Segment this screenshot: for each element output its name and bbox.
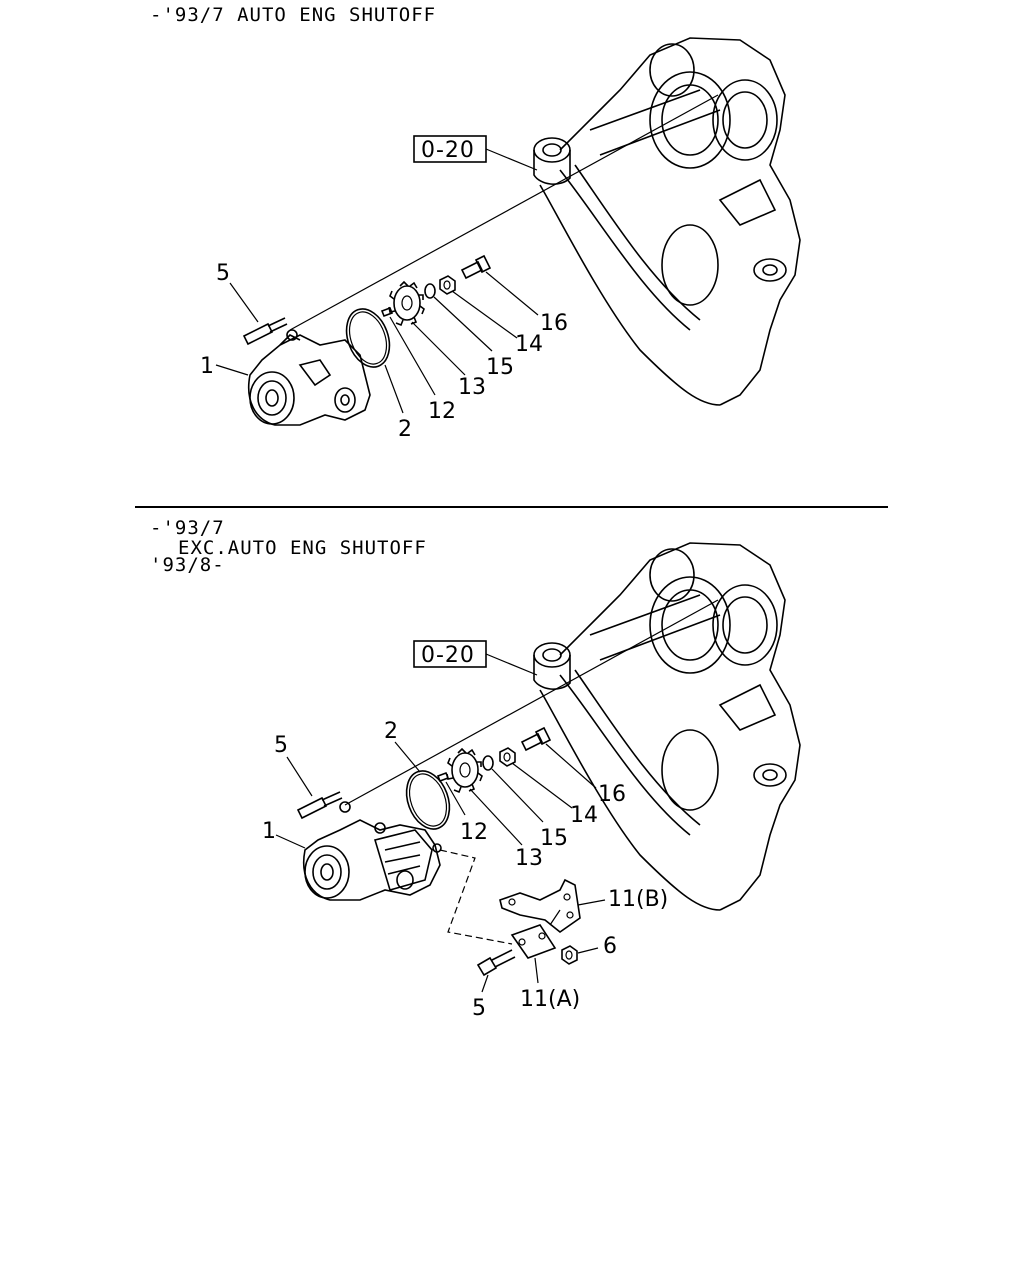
callout-5-lower: 5 <box>472 996 486 1021</box>
callout-11a: 11(A) <box>520 987 580 1012</box>
callout-1: 1 <box>262 819 276 844</box>
part-15-washer <box>482 755 494 771</box>
ref-box-0-20: 0-20 <box>413 640 538 676</box>
bottom-heading-line1: -'93/7 <box>150 517 225 539</box>
section-divider <box>135 506 888 508</box>
part-12-key <box>380 306 394 318</box>
part-11b-bracket <box>499 878 581 933</box>
callout-13: 13 <box>515 846 543 871</box>
part-15-washer <box>424 283 436 299</box>
housing-bore-lower <box>661 224 719 306</box>
part-14-nut <box>439 275 456 295</box>
part-1-pump <box>248 329 371 426</box>
callout-15: 15 <box>486 355 514 380</box>
part-13-gear <box>388 280 425 327</box>
callout-15: 15 <box>540 826 568 851</box>
ref-box-0-20: 0-20 <box>413 135 538 171</box>
callout-2: 2 <box>398 417 412 442</box>
part-11a-bracket <box>510 909 561 959</box>
callout-14: 14 <box>515 332 543 357</box>
flywheel-housing <box>533 542 801 911</box>
bracket-connection-line <box>439 849 513 945</box>
flywheel-housing <box>533 37 801 406</box>
part-5-bolt <box>242 317 288 346</box>
callout-13: 13 <box>458 375 486 400</box>
part-5-bolt-upper <box>296 791 343 820</box>
part-1-pump <box>303 801 442 901</box>
part-16-stud-bolt <box>520 726 552 752</box>
callout-14: 14 <box>570 803 598 828</box>
part-5-bolt-lower <box>476 949 516 977</box>
alignment-line <box>344 599 719 806</box>
bottom-exploded-diagram: 0-20 1 5 2 12 13 15 <box>262 542 801 1021</box>
callout-12: 12 <box>460 820 488 845</box>
callout-16: 16 <box>598 782 626 807</box>
callout-12: 12 <box>428 399 456 424</box>
callout-5: 5 <box>216 261 230 286</box>
part-2-o-ring <box>405 770 451 830</box>
housing-bore-upper-right <box>712 79 778 161</box>
housing-bore-upper-left <box>649 71 731 169</box>
part-14-nut <box>499 747 516 767</box>
callout-5-upper: 5 <box>274 733 288 758</box>
part-16-stud-bolt <box>460 254 492 280</box>
callout-1: 1 <box>200 354 214 379</box>
part-6-nut <box>561 945 578 965</box>
part-13-gear <box>446 747 483 794</box>
callout-2: 2 <box>384 719 398 744</box>
part-2-o-ring <box>345 308 391 368</box>
callout-6: 6 <box>603 934 617 959</box>
ref-box-label: 0-20 <box>421 138 475 163</box>
ref-box-label: 0-20 <box>421 643 475 668</box>
housing-mount-boss <box>533 137 571 163</box>
top-section-heading: -'93/7 AUTO ENG SHUTOFF <box>150 4 437 26</box>
alignment-line <box>289 94 719 331</box>
callout-11b: 11(B) <box>608 887 668 912</box>
bottom-heading-line2: EXC.AUTO ENG SHUTOFF <box>178 537 427 559</box>
top-exploded-diagram: 0-20 1 5 2 12 13 15 <box>200 37 801 442</box>
bottom-heading-line3: '93/8- <box>150 554 225 576</box>
callout-16: 16 <box>540 311 568 336</box>
